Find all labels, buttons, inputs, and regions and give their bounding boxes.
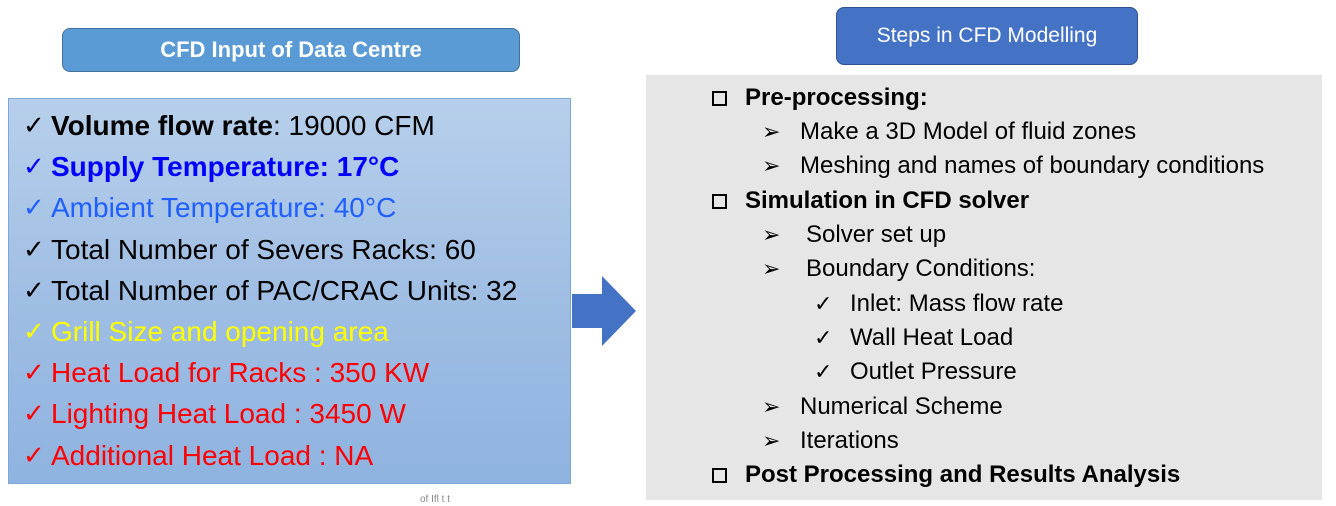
cfd-steps-panel: Pre-processing: ➢ Make a 3D Model of flu… (646, 75, 1322, 500)
check-icon: ✓ (814, 325, 833, 350)
volume-flow-label: Volume flow rate (51, 110, 273, 141)
rack-heat-load: Heat Load for Racks : 350 KW (51, 357, 430, 389)
list-item: ➢ Iterations (762, 427, 899, 454)
check-icon: ✓ (23, 151, 45, 182)
list-item: ✓ Ambient Temperature: 40°C (23, 187, 570, 228)
lighting-heat-load: Lighting Heat Load : 3450 W (51, 398, 406, 430)
check-icon: ✓ (23, 110, 45, 140)
check-icon: ✓ (23, 316, 45, 347)
check-icon: ✓ (23, 233, 45, 264)
arrowhead-icon: ➢ (762, 119, 781, 144)
checkbox-icon (712, 90, 727, 106)
check-icon: ✓ (23, 398, 45, 429)
arrowhead-icon: ➢ (762, 153, 781, 178)
step-simulation: Simulation in CFD solver (712, 187, 1029, 215)
list-item: ✓ Volume flow rate: 19000 CFM (23, 105, 570, 146)
grill-size: Grill Size and opening area (51, 316, 389, 348)
list-item: ✓ Inlet: Mass flow rate (814, 290, 1064, 317)
volume-flow-value: : 19000 CFM (272, 110, 435, 141)
check-icon: ✓ (814, 359, 833, 384)
arrowhead-icon: ➢ (762, 222, 781, 247)
list-item: ✓ Lighting Heat Load : 3450 W (23, 393, 570, 434)
checkbox-icon (712, 193, 727, 209)
ambient-temperature: Ambient Temperature: 40°C (51, 192, 397, 224)
additional-heat-load: Additional Heat Load : NA (51, 439, 374, 471)
check-icon: ✓ (23, 274, 45, 305)
server-racks-count: Total Number of Severs Racks: 60 (51, 233, 476, 265)
list-item: ✓ Heat Load for Racks : 350 KW (23, 352, 570, 393)
left-section-title: CFD Input of Data Centre (62, 28, 520, 72)
list-item: ➢ Boundary Conditions: (762, 255, 1036, 282)
checkbox-icon (712, 467, 727, 483)
list-item: ✓ Outlet Pressure (814, 358, 1017, 385)
check-icon: ✓ (814, 291, 833, 316)
list-item: ➢ Meshing and names of boundary conditio… (762, 152, 1265, 179)
arrowhead-icon: ➢ (762, 256, 781, 281)
arrowhead-icon: ➢ (762, 394, 781, 419)
cfd-input-list: ✓ Volume flow rate: 19000 CFM ✓ Supply T… (9, 99, 570, 476)
step-preprocessing: Pre-processing: (712, 84, 928, 112)
supply-temperature: Supply Temperature: 17°C (51, 151, 400, 183)
footer-text-fragment: of Ifl t t (420, 494, 451, 505)
arrowhead-icon: ➢ (762, 428, 781, 453)
right-arrow-icon (572, 276, 636, 346)
check-icon: ✓ (23, 357, 45, 388)
list-item: ✓ Supply Temperature: 17°C (23, 146, 570, 187)
list-item: ➢ Solver set up (762, 221, 947, 248)
list-item: ✓ Grill Size and opening area (23, 311, 570, 352)
list-item: ✓ Total Number of PAC/CRAC Units: 32 (23, 270, 570, 311)
cfd-input-panel: ✓ Volume flow rate: 19000 CFM ✓ Supply T… (8, 98, 571, 484)
pac-crac-units-count: Total Number of PAC/CRAC Units: 32 (51, 274, 518, 306)
list-item: ➢ Numerical Scheme (762, 393, 1003, 420)
check-icon: ✓ (23, 192, 45, 223)
list-item: ✓ Total Number of Severs Racks: 60 (23, 229, 570, 270)
list-item: ✓ Additional Heat Load : NA (23, 435, 570, 476)
right-section-title: Steps in CFD Modelling (836, 7, 1138, 65)
check-icon: ✓ (23, 439, 45, 470)
list-item: ✓ Wall Heat Load (814, 324, 1014, 351)
list-item: ➢ Make a 3D Model of fluid zones (762, 118, 1137, 145)
step-post-processing: Post Processing and Results Analysis (712, 461, 1180, 489)
